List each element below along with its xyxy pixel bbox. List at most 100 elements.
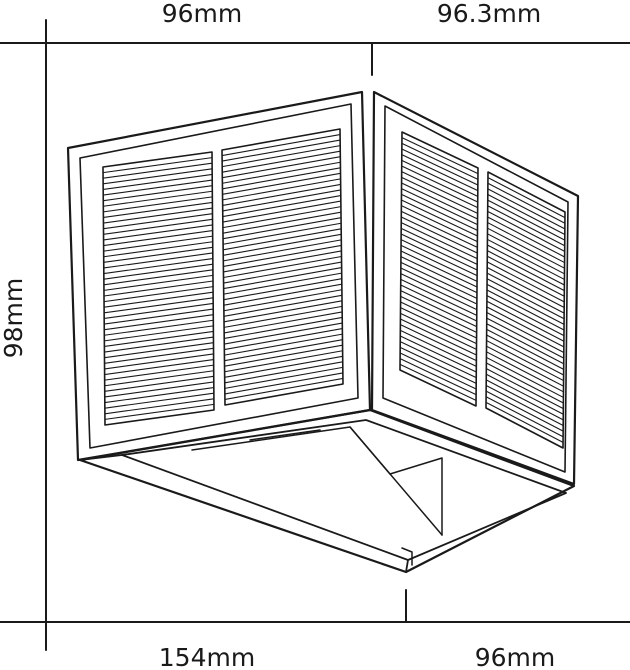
- solar-cell-outline: [102, 151, 215, 426]
- solar-cell-stripe: [401, 222, 478, 260]
- solar-cell-divider: [103, 252, 213, 269]
- solar-cell-stripe: [103, 224, 213, 241]
- solar-cell-stripe: [399, 346, 477, 384]
- solar-cell-stripe: [103, 179, 213, 196]
- solar-cell-stripe: [486, 368, 564, 410]
- solar-cell-stripe: [222, 206, 342, 229]
- solar-cell-stripe: [104, 302, 214, 319]
- solar-cell-stripe: [223, 294, 343, 317]
- solar-cell-stripe: [224, 372, 343, 395]
- solar-cell-divider: [223, 283, 342, 306]
- solar-cell-stripe: [223, 222, 342, 245]
- solar-cell-stripe: [487, 188, 566, 230]
- solar-cell-stripe: [103, 173, 213, 190]
- solar-cell-stripe: [487, 250, 565, 292]
- top-left-dimension: 96mm: [162, 0, 243, 28]
- left-solar-cell-right: [221, 128, 344, 406]
- solar-cell-stripe: [485, 385, 564, 427]
- solar-cell-stripe: [400, 256, 478, 294]
- solar-cell-stripe: [104, 364, 214, 381]
- solar-cell-stripe: [486, 340, 564, 382]
- solar-cell-stripe: [486, 317, 565, 359]
- solar-cell-stripe: [400, 307, 477, 345]
- solar-cell-stripe: [401, 171, 478, 209]
- solar-cell-stripe: [486, 306, 565, 348]
- solar-cell-stripe: [102, 157, 213, 174]
- solar-cell-divider: [223, 228, 342, 251]
- solar-cell-stripe: [222, 189, 341, 212]
- solar-cell-stripe: [104, 403, 215, 420]
- solar-cell-divider: [104, 358, 214, 376]
- solar-cell-stripe: [223, 244, 342, 267]
- solar-cell-stripe: [400, 301, 477, 339]
- solar-cell-stripe: [401, 154, 479, 192]
- solar-cell-stripe: [487, 233, 565, 275]
- solar-cell-stripe: [103, 241, 213, 258]
- solar-cell-stripe: [224, 361, 343, 384]
- solar-cell-stripe: [103, 246, 213, 263]
- solar-cell-divider: [486, 267, 565, 309]
- solar-cell-stripe: [104, 370, 214, 387]
- solar-cell-stripe: [104, 342, 214, 359]
- bottom-right-dimension: 96mm: [475, 643, 556, 670]
- solar-cell-stripe: [487, 182, 566, 224]
- solar-cell-stripe: [223, 305, 343, 328]
- dimension-lines: [0, 19, 630, 651]
- solar-cell-stripe: [103, 213, 213, 230]
- solar-cell-stripe: [487, 177, 566, 219]
- left-solar-cell-left: [102, 151, 215, 426]
- solar-cell-stripe: [104, 387, 214, 404]
- solar-cell-stripe: [103, 263, 213, 280]
- solar-cell-stripe: [401, 216, 478, 254]
- solar-cell-stripe: [487, 222, 565, 264]
- cube-light-housing: [66, 90, 580, 574]
- solar-cell-stripe: [401, 205, 478, 243]
- solar-cell-stripe: [103, 207, 213, 224]
- solar-cell-stripe: [400, 250, 478, 288]
- solar-cell-stripe: [401, 142, 479, 180]
- solar-cell-stripe: [401, 165, 478, 203]
- solar-cell-stripe: [104, 297, 214, 314]
- solar-cell-stripe: [400, 284, 477, 322]
- solar-cell-stripe: [486, 328, 564, 370]
- solar-cell-stripe: [401, 188, 478, 226]
- solar-cell-stripe: [487, 244, 565, 286]
- solar-cell-stripe: [401, 193, 478, 231]
- solar-cell-stripe: [487, 205, 565, 247]
- solar-cell-stripe: [401, 182, 478, 220]
- solar-cell-stripe: [399, 363, 477, 401]
- solar-cell-divider: [486, 311, 565, 353]
- solar-cell-stripe: [486, 295, 565, 337]
- solar-cell-stripe: [399, 352, 477, 390]
- solar-cell-divider: [224, 333, 343, 356]
- solar-cell-divider: [400, 273, 478, 311]
- solar-cell-stripe: [487, 255, 565, 297]
- solar-cell-stripe: [103, 280, 214, 297]
- solar-cell-stripe: [486, 300, 565, 342]
- solar-cell-stripe: [400, 261, 478, 299]
- solar-cell-stripe: [222, 156, 341, 179]
- solar-cell-stripe: [104, 398, 214, 415]
- solar-cell-stripe: [486, 334, 564, 376]
- solar-cell-stripe: [222, 150, 341, 173]
- solar-cell-stripe: [223, 278, 342, 301]
- solar-cell-stripe: [104, 291, 214, 308]
- solar-cell-stripe: [222, 167, 341, 190]
- solar-cell-stripe: [400, 233, 478, 271]
- solar-cell-stripe: [400, 239, 478, 277]
- solar-cell-divider: [486, 362, 564, 404]
- solar-cell-stripe: [400, 295, 477, 333]
- solar-cell-stripe: [104, 353, 214, 370]
- solar-cell-stripe: [104, 347, 214, 364]
- solar-cell-stripe: [400, 244, 478, 282]
- solar-cell-stripe: [400, 329, 477, 367]
- solar-cell-stripe: [486, 356, 564, 398]
- top-right-dimension: 96.3mm: [437, 0, 541, 28]
- solar-cell-stripe: [223, 289, 342, 312]
- solar-cell-stripe: [103, 258, 213, 275]
- left-height-dimension: 98mm: [0, 278, 28, 359]
- solar-cell-stripe: [223, 267, 342, 290]
- solar-cell-stripe: [104, 381, 214, 398]
- solar-cell-stripe: [222, 200, 341, 223]
